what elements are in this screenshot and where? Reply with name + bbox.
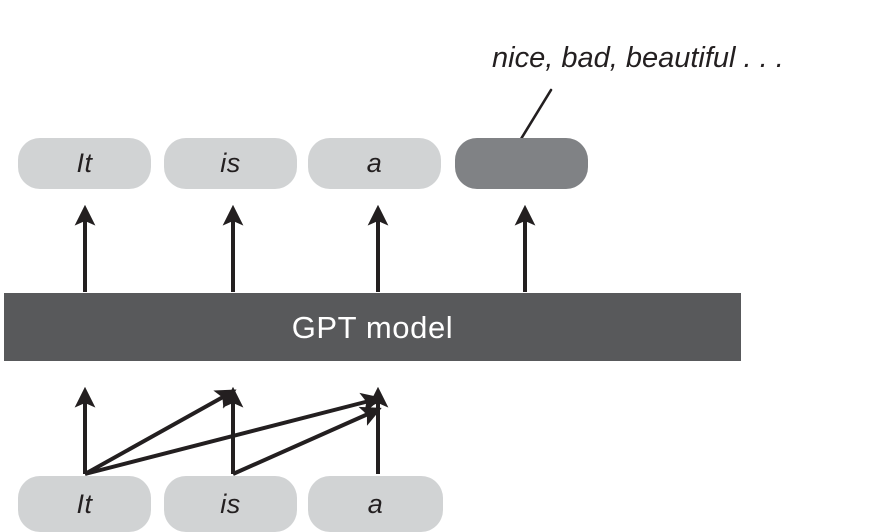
- token-label: It: [76, 488, 93, 519]
- attention-arrow-is-to-position-3: [232, 406, 382, 476]
- token-output-is: is: [164, 138, 297, 189]
- token-label: is: [220, 148, 241, 178]
- token-label: It: [76, 148, 93, 178]
- token-label: a: [367, 488, 384, 519]
- token-label: a: [366, 148, 383, 178]
- token-output-a: a: [308, 138, 441, 189]
- output-arrows: [74, 204, 536, 292]
- token-input-it: It: [18, 476, 151, 532]
- token-output-predicted-blank: [455, 138, 588, 189]
- attention-arrow-it-to-position-2: [84, 389, 237, 476]
- candidate-words-annotation: nice, bad, beautiful . . .: [492, 42, 784, 74]
- token-label: is: [220, 488, 241, 519]
- attention-arrow-it-to-position-3: [84, 392, 383, 476]
- input-attention-arrows: [74, 386, 389, 476]
- token-output-it: It: [18, 138, 151, 189]
- token-input-a: a: [308, 476, 443, 532]
- token-input-is: is: [164, 476, 297, 532]
- gpt-model-label: GPT model: [291, 309, 454, 345]
- gpt-model-bar: GPT model: [4, 293, 741, 361]
